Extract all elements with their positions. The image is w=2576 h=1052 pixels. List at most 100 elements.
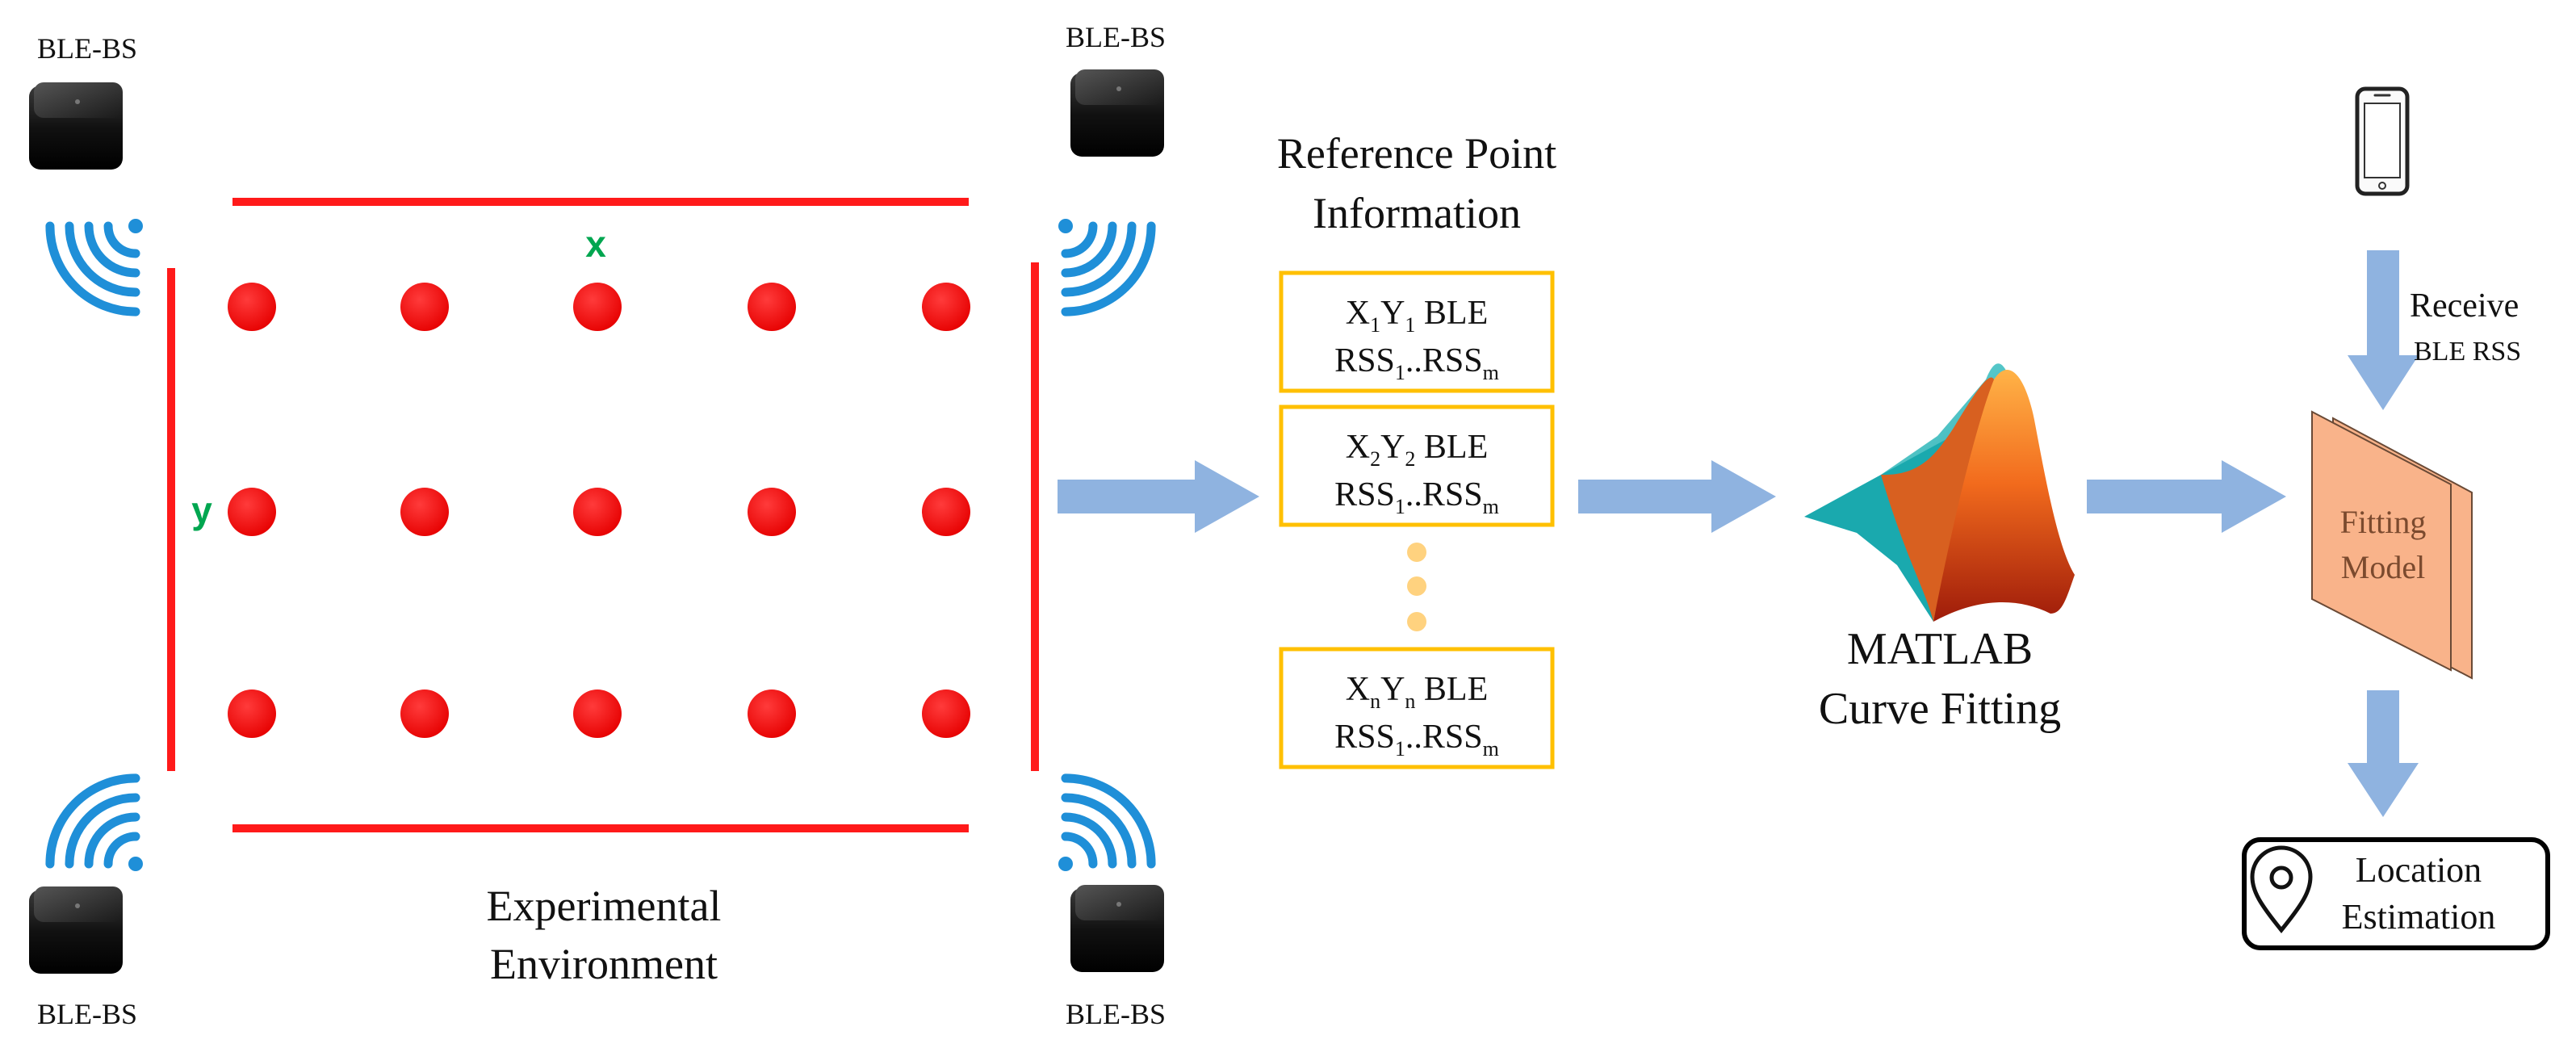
reference-title-line1: Reference Point	[1277, 129, 1556, 178]
ref-x-sub: n	[1370, 689, 1380, 713]
ref-rss-last-sub: m	[1483, 737, 1499, 761]
ble-base-station-top-right	[1070, 69, 1164, 157]
flow-arrow-model-to-location	[2348, 690, 2419, 817]
location-estimation: Location Estimation	[2242, 837, 2550, 950]
wifi-signal-icon	[45, 773, 143, 871]
reference-point	[573, 488, 622, 536]
reference-point	[228, 283, 276, 331]
reference-point-grid	[228, 283, 970, 738]
ref-x: X	[1346, 295, 1370, 332]
ref-x: X	[1346, 671, 1370, 708]
base-station-label-bottom-left: BLE-BS	[37, 998, 137, 1030]
model-label-line1: Fitting	[2340, 504, 2427, 540]
ref-rss-last: RSS	[1422, 719, 1483, 756]
ref-x-sub: 1	[1370, 313, 1380, 337]
base-station-label-bottom-right: BLE-BS	[1066, 998, 1166, 1030]
model-label-line2: Model	[2341, 549, 2425, 585]
receive-label-line1: Receive	[2410, 287, 2519, 325]
ellipsis-dot	[1407, 612, 1426, 631]
ref-rss-last-sub: m	[1483, 495, 1499, 518]
ref-ble: BLE	[1424, 295, 1488, 332]
flow-arrow-reference-to-matlab	[1578, 460, 1776, 533]
location-label-line1: Location	[2356, 850, 2482, 890]
ble-base-station-bottom-right	[1070, 885, 1164, 972]
ref-y: Y	[1380, 671, 1405, 708]
ble-base-station-icon	[29, 886, 123, 974]
reference-point	[228, 689, 276, 738]
matlab-caption-line1: MATLAB	[1847, 624, 2033, 674]
ref-y-sub: 2	[1405, 447, 1415, 471]
ref-y: Y	[1380, 295, 1405, 332]
ref-rss-last: RSS	[1422, 476, 1483, 513]
flow-arrow-matlab-to-model	[2087, 460, 2286, 533]
receive-label-line2: BLE RSS	[2414, 337, 2521, 367]
ref-rss-first-sub: 1	[1395, 361, 1405, 384]
ref-y-sub: n	[1405, 689, 1415, 713]
reference-point-box: XnYn BLE RSS1..RSSm	[1279, 647, 1555, 769]
ref-rss-last: RSS	[1422, 342, 1483, 379]
reference-point	[922, 283, 970, 331]
ble-base-station-bottom-left	[29, 886, 123, 974]
flow-arrow-phone-to-model	[2348, 250, 2419, 410]
svg-text:X2Y2 BLE: X2Y2 BLE	[1346, 429, 1489, 471]
reference-title-line2: Information	[1313, 189, 1521, 237]
ref-x-sub: 2	[1370, 447, 1380, 471]
base-station-label-top-left: BLE-BS	[37, 32, 137, 65]
reference-point-box: X2Y2 BLE RSS1..RSSm	[1279, 404, 1555, 527]
ref-rss-first-sub: 1	[1395, 737, 1405, 761]
ref-y-sub: 1	[1405, 313, 1415, 337]
ref-rss-dots: ..	[1405, 719, 1422, 756]
ref-rss-first-sub: 1	[1395, 495, 1405, 518]
reference-point-section: Reference Point Information X1Y1 BLE RSS…	[1277, 129, 1556, 769]
svg-text:RSS1..RSSm: RSS1..RSSm	[1334, 719, 1499, 761]
location-pin-icon	[2250, 845, 2313, 933]
matlab-logo-icon	[1804, 363, 2075, 622]
reference-point	[573, 283, 622, 331]
axis-x-label: x	[585, 223, 606, 265]
flow-arrow-environment-to-reference	[1058, 460, 1259, 533]
ref-rss-dots: ..	[1405, 342, 1422, 379]
base-station-label-top-right: BLE-BS	[1066, 21, 1166, 53]
reference-point	[400, 689, 449, 738]
ble-base-station-icon	[1070, 69, 1164, 157]
ref-ble: BLE	[1424, 671, 1488, 708]
reference-point	[748, 488, 796, 536]
wifi-signal-icon	[1058, 219, 1156, 316]
environment-caption-line1: Experimental	[487, 882, 722, 930]
svg-text:RSS1..RSSm: RSS1..RSSm	[1334, 476, 1499, 518]
wifi-signal-icon	[1058, 773, 1156, 871]
ref-rss-last-sub: m	[1483, 361, 1499, 384]
svg-text:X1Y1 BLE: X1Y1 BLE	[1346, 295, 1489, 337]
ref-rss-first: RSS	[1334, 342, 1395, 379]
ble-base-station-icon	[29, 82, 123, 170]
ref-x: X	[1346, 429, 1370, 466]
ref-y: Y	[1380, 429, 1405, 466]
experimental-environment: x y Experimental Environment	[167, 198, 1039, 988]
location-label-line2: Estimation	[2342, 897, 2496, 937]
axis-y-label: y	[191, 489, 212, 531]
reference-point-box: X1Y1 BLE RSS1..RSSm	[1279, 270, 1555, 393]
ble-base-station-top-left	[29, 82, 123, 170]
ref-rss-first: RSS	[1334, 719, 1395, 756]
fitting-model: Fitting Model	[2311, 410, 2473, 680]
ble-base-station-icon	[1070, 885, 1164, 972]
svg-text:RSS1..RSSm: RSS1..RSSm	[1334, 342, 1499, 384]
wifi-signal-icon	[45, 219, 143, 316]
reference-point	[922, 689, 970, 738]
svg-text:XnYn BLE: XnYn BLE	[1346, 671, 1489, 713]
reference-point	[400, 283, 449, 331]
reference-point	[400, 488, 449, 536]
smartphone-icon	[2355, 86, 2410, 196]
matlab-caption-line2: Curve Fitting	[1819, 684, 2061, 734]
reference-point	[748, 283, 796, 331]
ref-ble: BLE	[1424, 429, 1488, 466]
reference-point	[748, 689, 796, 738]
ellipsis-dot	[1407, 576, 1426, 596]
environment-caption-line2: Environment	[490, 940, 718, 988]
reference-point	[573, 689, 622, 738]
reference-point	[228, 488, 276, 536]
reference-point	[922, 488, 970, 536]
ref-rss-dots: ..	[1405, 476, 1422, 513]
ellipsis-dot	[1407, 543, 1426, 562]
